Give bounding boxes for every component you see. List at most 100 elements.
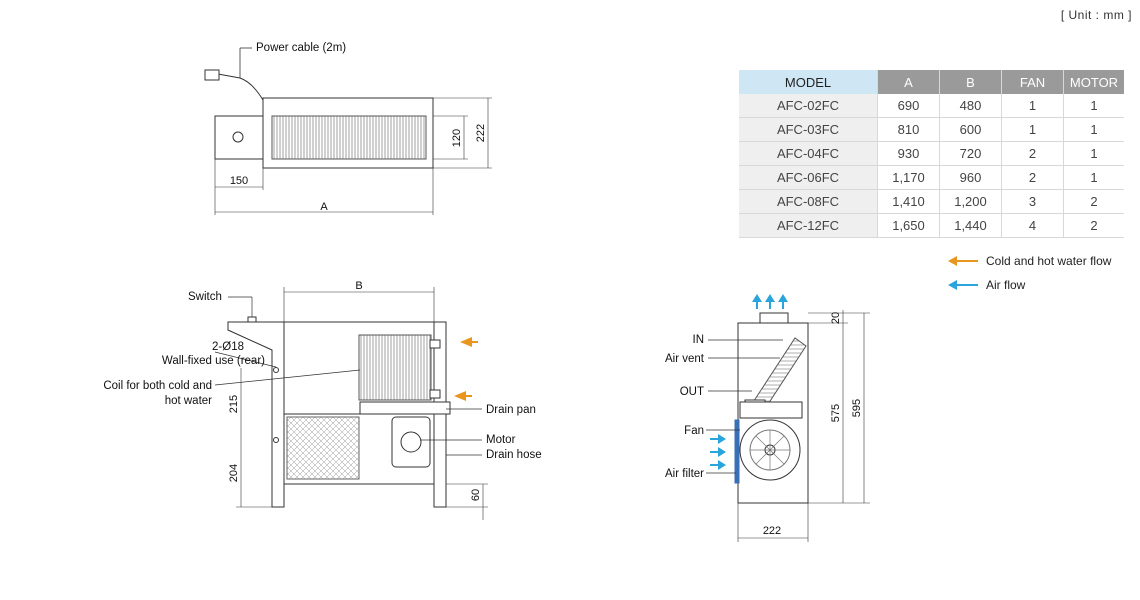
air-flow-up-icon	[765, 294, 775, 309]
table-cell: 1,170	[877, 165, 940, 190]
col-header-a: A	[877, 70, 940, 94]
table-cell: 1,200	[939, 189, 1002, 214]
col-header-fan: FAN	[1001, 70, 1064, 94]
col-header-b: B	[939, 70, 1002, 94]
dim-A-label: A	[320, 201, 328, 213]
motor-icon	[391, 416, 431, 468]
side-view	[706, 310, 870, 542]
water-flow-arrow-icon	[460, 337, 478, 347]
legend-air-flow: Air flow	[948, 278, 1025, 292]
coil-label-2: hot water	[165, 395, 212, 407]
model-cell: AFC-12FC	[739, 213, 878, 238]
table-cell: 690	[877, 94, 940, 118]
dim-595-label: 595	[851, 399, 863, 417]
top-outlet	[759, 312, 789, 324]
dim-150-label: 150	[230, 175, 248, 187]
coil-label-1: Coil for both cold and	[103, 380, 212, 392]
dim-60-label: 60	[470, 489, 482, 501]
coil-fins-top	[271, 115, 427, 160]
model-cell: AFC-03FC	[739, 117, 878, 142]
table-cell: 1	[1063, 141, 1124, 166]
dim-575-label: 575	[830, 404, 842, 422]
legend-air-flow-label: Air flow	[986, 278, 1026, 292]
control-box-top	[214, 115, 266, 160]
model-cell: AFC-06FC	[739, 165, 878, 190]
mount-hole-icon	[273, 367, 279, 373]
power-cable	[217, 73, 264, 101]
model-cell: AFC-02FC	[739, 94, 878, 118]
col-header-motor: MOTOR	[1063, 70, 1124, 94]
drain-pan-label: Drain pan	[486, 404, 536, 416]
cable-gland-icon	[232, 131, 244, 143]
water-flow-arrow-icon	[948, 256, 978, 266]
dim-120-label: 120	[451, 129, 463, 147]
table-cell: 600	[939, 117, 1002, 142]
table-cell: 2	[1063, 189, 1124, 214]
air-flow-arrow-icon	[948, 280, 978, 290]
air-filter	[734, 419, 740, 484]
model-cell: AFC-04FC	[739, 141, 878, 166]
table-cell: 1	[1063, 94, 1124, 118]
table-cell: 2	[1001, 141, 1064, 166]
legend-water-flow-label: Cold and hot water flow	[986, 254, 1112, 268]
table-cell: 930	[877, 141, 940, 166]
air-flow-up-icon	[752, 294, 762, 309]
dim-20-label: 20	[830, 312, 842, 324]
front-water-arrows	[454, 337, 478, 401]
motor-label: Motor	[486, 434, 516, 446]
filter-grid	[286, 416, 360, 480]
table-cell: 1,410	[877, 189, 940, 214]
air-flow-in-icon	[710, 460, 726, 470]
water-flow-arrow-icon	[454, 391, 472, 401]
col-header-model: MODEL	[739, 70, 878, 94]
drain-pan	[359, 401, 451, 415]
dim-204-label: 204	[228, 464, 240, 482]
water-outlet-icon	[429, 389, 441, 399]
air-flow-in-icon	[710, 434, 726, 444]
water-inlet-icon	[429, 339, 441, 349]
unit-label: [ Unit : mm ]	[1060, 8, 1132, 22]
table-cell: 4	[1001, 213, 1064, 238]
table-cell: 480	[939, 94, 1002, 118]
dim-222-label: 222	[475, 124, 487, 142]
table-cell: 810	[877, 117, 940, 142]
table-cell: 1,650	[877, 213, 940, 238]
table-cell: 1	[1001, 117, 1064, 142]
fan-label: Fan	[684, 425, 704, 437]
legend-water-flow: Cold and hot water flow	[948, 254, 1111, 268]
table-cell: 1	[1063, 117, 1124, 142]
table-header-row: MODEL A B FAN MOTOR	[739, 70, 1124, 94]
in-label: IN	[693, 334, 705, 346]
coil-fins-front	[358, 334, 432, 401]
table-cell: 960	[939, 165, 1002, 190]
table-cell: 1	[1001, 94, 1064, 118]
table-cell: 1	[1063, 165, 1124, 190]
air-flow-in-icon	[710, 447, 726, 457]
hole-label-2: Wall-fixed use (rear)	[162, 355, 265, 367]
hole-label-1: 2-Ø18	[212, 341, 244, 353]
switch-icon	[247, 316, 257, 323]
drain-hose-label: Drain hose	[486, 449, 542, 461]
table-cell: 1,440	[939, 213, 1002, 238]
front-view	[214, 287, 488, 520]
mount-hole-icon	[273, 437, 279, 443]
model-cell: AFC-08FC	[739, 189, 878, 214]
air-flow-up-icon	[778, 294, 788, 309]
power-cable-label: Power cable (2m)	[256, 42, 346, 54]
table-cell: 3	[1001, 189, 1064, 214]
side-air-arrows	[710, 294, 788, 470]
table-cell: 720	[939, 141, 1002, 166]
plug-icon	[204, 69, 220, 81]
top-view	[204, 47, 492, 215]
table-cell: 2	[1001, 165, 1064, 190]
air-filter-label: Air filter	[665, 468, 704, 480]
